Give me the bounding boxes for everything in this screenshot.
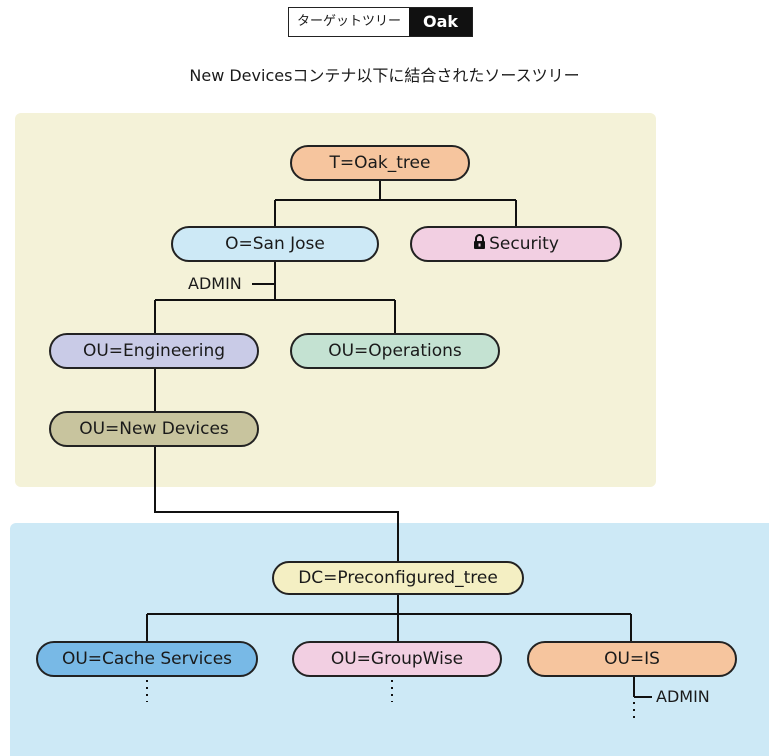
node-new-devices[interactable]: OU=New Devices: [49, 411, 259, 447]
connector-root-children: [274, 180, 517, 228]
connector-admin-source: [633, 675, 652, 698]
node-san-jose[interactable]: O=San Jose: [171, 226, 379, 262]
node-operations-label: OU=Operations: [328, 341, 462, 361]
target-tree-name: Oak: [409, 8, 473, 36]
node-preconfigured-tree-label: DC=Preconfigured_tree: [298, 568, 498, 588]
node-oak-tree-label: T=Oak_tree: [329, 153, 431, 173]
node-oak-tree[interactable]: T=Oak_tree: [290, 145, 470, 181]
connector-merge: [154, 446, 399, 563]
node-new-devices-label: OU=New Devices: [79, 419, 229, 439]
admin-label-source: ADMIN: [656, 687, 710, 706]
node-preconfigured-tree[interactable]: DC=Preconfigured_tree: [272, 561, 524, 595]
lock-icon: [473, 234, 486, 254]
admin-label-target: ADMIN: [188, 274, 242, 293]
connector-source-children: [146, 593, 632, 643]
node-operations[interactable]: OU=Operations: [290, 333, 500, 369]
connector-org-children: [154, 260, 396, 336]
node-is[interactable]: OU=IS: [527, 641, 737, 677]
node-groupwise[interactable]: OU=GroupWise: [292, 641, 502, 677]
node-security-label: Security: [489, 234, 559, 254]
target-tree-header: ターゲットツリー Oak: [288, 7, 474, 37]
node-groupwise-label: OU=GroupWise: [330, 649, 464, 669]
subtitle: New Devicesコンテナ以下に結合されたソースツリー: [189, 66, 580, 85]
node-security[interactable]: Security: [410, 226, 622, 262]
target-tree-label: ターゲットツリー: [289, 8, 410, 36]
node-is-label: OU=IS: [604, 649, 660, 669]
node-cache-services[interactable]: OU=Cache Services: [36, 641, 258, 677]
node-engineering[interactable]: OU=Engineering: [49, 333, 259, 369]
node-cache-services-label: OU=Cache Services: [61, 649, 233, 669]
node-san-jose-label: O=San Jose: [225, 234, 325, 254]
node-engineering-label: OU=Engineering: [82, 341, 226, 361]
